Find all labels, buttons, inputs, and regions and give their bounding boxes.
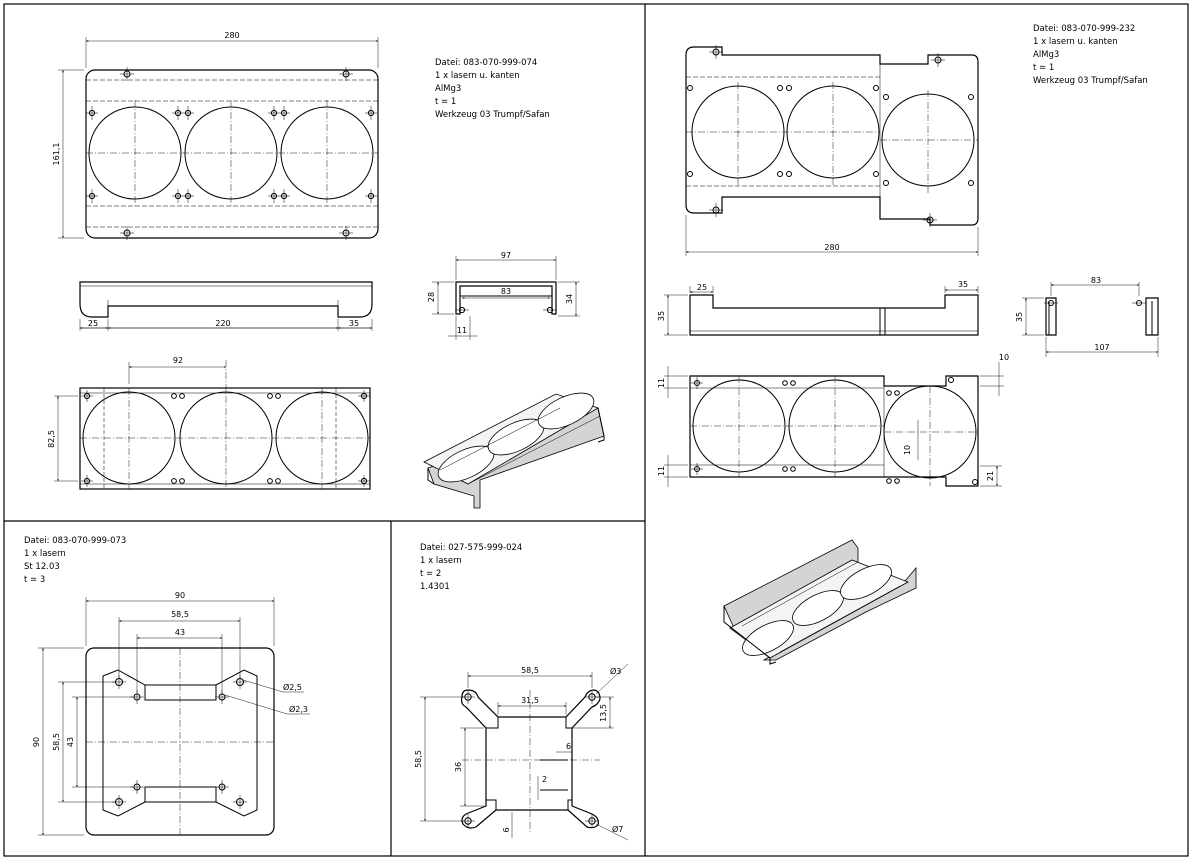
- note-line: t = 2: [420, 569, 441, 579]
- dim-label: 220: [215, 319, 230, 328]
- bottom-pattern-074: 92 82,5: [47, 356, 371, 490]
- isometric-view-232: [723, 539, 917, 665]
- panel-bottom-left: Datei: 083-070-999-073 1 x lasern St 12.…: [24, 536, 310, 836]
- dim-label: 31,5: [521, 696, 539, 705]
- dim-label: 25: [88, 319, 98, 328]
- dim-label: 21: [986, 471, 995, 481]
- dim-label: 58,5: [521, 666, 539, 675]
- dim-label: 280: [224, 31, 239, 40]
- dim-label: 6: [502, 827, 511, 832]
- dim-label: 34: [565, 294, 574, 304]
- dim-label: 28: [427, 292, 436, 302]
- dim-label: 43: [66, 737, 75, 747]
- note-line: St 12.03: [24, 562, 60, 572]
- note-line: AlMg3: [1033, 50, 1059, 60]
- dim-label: 83: [1091, 276, 1101, 285]
- bracket-024: 58,5 31,5 Ø3 13,5 6 58,5 36 2 6: [414, 663, 629, 841]
- dim-label: 90: [175, 591, 185, 600]
- note-line: Werkzeug 03 Trumpf/Safan: [435, 110, 550, 120]
- side-view-074: 25 220 35: [79, 281, 373, 331]
- dim-label: 58,5: [414, 750, 423, 768]
- note-line: Datei: 027-575-999-024: [420, 543, 522, 553]
- dim-label: 35: [349, 319, 359, 328]
- dim-label: 10: [903, 445, 912, 455]
- note-line: 1 x lasern: [24, 549, 66, 559]
- note-line: 1 x lasern u. kanten: [1033, 37, 1118, 47]
- dim-label: 90: [32, 737, 41, 747]
- note-line: AlMg3: [435, 84, 461, 94]
- dim-label: 11: [657, 378, 666, 388]
- dim-label: 25: [697, 283, 707, 292]
- note-line: t = 3: [24, 575, 45, 585]
- note-line: Werkzeug 03 Trumpf/Safan: [1033, 76, 1148, 86]
- title-block-074: Datei: 083-070-999-074 1 x lasern u. kan…: [435, 58, 550, 120]
- dim-label: 97: [501, 251, 511, 260]
- dim-label: 107: [1094, 343, 1109, 352]
- dim-label: Ø3: [610, 666, 621, 676]
- dim-label: 35: [958, 280, 968, 289]
- dim-label: 161,1: [52, 143, 61, 166]
- title-block-232: Datei: 083-070-999-232 1 x lasern u. kan…: [1033, 24, 1148, 86]
- note-line: Datei: 083-070-999-074: [435, 58, 537, 68]
- isometric-view-074: [423, 392, 605, 509]
- dim-label: 82,5: [47, 430, 56, 448]
- dim-label: 6: [566, 742, 571, 751]
- note-line: t = 1: [1033, 63, 1054, 73]
- dim-label: 35: [1015, 312, 1024, 322]
- title-block-073: Datei: 083-070-999-073 1 x lasern St 12.…: [24, 536, 126, 585]
- bottom-pattern-232: 11 11 10 21 10: [657, 353, 1009, 487]
- title-block-024: Datei: 027-575-999-024 1 x lasern t = 2 …: [420, 543, 522, 592]
- note-line: t = 1: [435, 97, 456, 107]
- profile-view-232: 83 107 35: [1015, 276, 1159, 357]
- dim-label: 35: [657, 311, 666, 321]
- dim-label: 36: [454, 762, 463, 772]
- note-line: 1 x lasern u. kanten: [435, 71, 520, 81]
- panel-top-right: Datei: 083-070-999-232 1 x lasern u. kan…: [657, 24, 1159, 665]
- panel-top-left: Datei: 083-070-999-074 1 x lasern u. kan…: [47, 31, 605, 509]
- dim-label: 11: [457, 326, 467, 335]
- dim-label: 280: [824, 243, 839, 252]
- dim-label: Ø2,5: [283, 682, 302, 692]
- note-line: Datei: 083-070-999-232: [1033, 24, 1135, 34]
- note-line: 1.4301: [420, 582, 450, 592]
- dim-label: 13,5: [599, 704, 608, 722]
- dim-label: 10: [999, 353, 1009, 362]
- flat-pattern-074: 280 161,1: [52, 31, 379, 240]
- panel-bottom-mid: Datei: 027-575-999-024 1 x lasern t = 2 …: [414, 543, 629, 841]
- dim-label: 11: [657, 466, 666, 476]
- dim-label: Ø7: [612, 824, 623, 834]
- dim-label: 58,5: [171, 610, 189, 619]
- plate-073: 90 58,5 43 90 58,5 43 Ø2,5: [32, 591, 310, 836]
- note-line: Datei: 083-070-999-073: [24, 536, 126, 546]
- dim-label: 43: [175, 628, 185, 637]
- side-view-232: 25 35 35: [657, 280, 979, 336]
- note-line: 1 x lasern: [420, 556, 462, 566]
- flat-pattern-232: 280: [685, 45, 979, 256]
- profile-view-074: 97 83 28 34 11: [427, 251, 580, 340]
- dim-label: Ø2,3: [289, 704, 308, 714]
- dim-label: 58,5: [52, 733, 61, 751]
- dim-label: 2: [542, 775, 547, 784]
- dim-label: 92: [173, 356, 183, 365]
- dim-label: 83: [501, 287, 511, 296]
- sheet-frame: [3, 3, 1189, 857]
